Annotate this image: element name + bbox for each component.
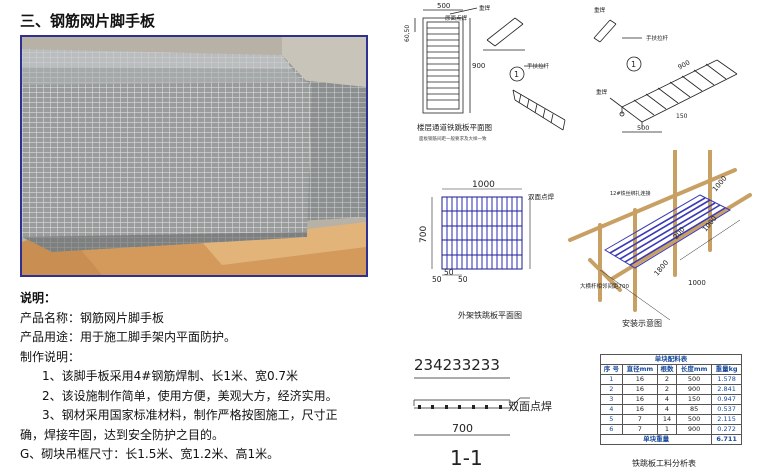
board-3d-drawing: 重焊 手扶拉杆 重焊 1 500 150 900	[593, 6, 738, 133]
circle-label: 1	[631, 60, 636, 69]
table-cell: 4	[656, 394, 678, 405]
table-cell: 2	[656, 374, 678, 385]
dim-6050: 60,50	[404, 25, 411, 42]
description-line: G、砌块吊框尺寸：长1.5米、宽1.2米、高1米。	[20, 447, 280, 461]
table-caption: 铁跳板工料分析表	[632, 459, 696, 468]
walkway-board-drawing: 500 60,50 900 原面点焊 重焊 手扶拉杆 1 楼层通道铁跳板平面图 …	[404, 2, 566, 142]
table-title: 单块配料表	[600, 354, 742, 365]
table-row: 1 16 2 500 1.578	[600, 374, 742, 385]
install-caption: 安装示意图	[622, 318, 662, 328]
table-cell: 85	[676, 404, 713, 415]
table-cell: 900	[676, 384, 713, 395]
table-cell: 2	[656, 384, 678, 395]
dim-500: 500	[437, 2, 450, 10]
table-cell: 3	[600, 394, 623, 405]
section-width: 700	[452, 422, 473, 435]
plan-weld-label: 双面点焊	[528, 192, 555, 201]
table-cell: 0.537	[711, 404, 742, 415]
install-label-crossbar: 大横杆相邻间距700	[580, 282, 629, 290]
table-cell: 1.578	[711, 374, 742, 385]
table-cell: 7	[621, 414, 658, 425]
description-line: 产品名称：钢筋网片脚手板	[20, 310, 165, 325]
description-line: 1、该脚手板采用4#钢筋焊制、长1米、宽0.7米	[42, 369, 299, 383]
drawing-note: 面板钢筋间距一般要求及大样一致	[419, 135, 487, 142]
dim-500: 500	[637, 124, 649, 132]
table-header: 长度mm	[676, 364, 713, 375]
dim-900: 900	[472, 62, 485, 70]
label-weld: 原面点焊	[445, 14, 468, 22]
table-total-label: 单块重量	[599, 434, 713, 445]
plan-caption: 外架铁跳板平面图	[458, 310, 522, 320]
description-line: 2、该设施制作简单，使用方便，美观大方，经济实用。	[42, 388, 338, 403]
plan-bottom-dim: 50	[432, 275, 442, 284]
description-line: 确，焊接牢固，达到安全防护之目的。	[20, 427, 225, 442]
table-header: 重量kg	[711, 364, 742, 375]
description-block: 说明： 产品名称：钢筋网片脚手板 产品用途：用于施工脚手架内平面防护。 制作说明…	[20, 289, 365, 465]
page-title: 三、钢筋网片脚手板	[20, 12, 156, 30]
table-cell: 5	[600, 414, 623, 425]
section-top-dims: 234233233	[414, 356, 500, 374]
dim-900: 900	[677, 59, 692, 72]
table-cell: 2.841	[711, 384, 742, 395]
table-cell: 150	[676, 394, 713, 405]
table-cell: 4	[656, 404, 678, 415]
table-cell: 16	[621, 404, 658, 415]
table-row: 3 16 4 150 0.947	[600, 394, 742, 405]
table-cell: 0.272	[711, 424, 742, 435]
material-table: 单块配料表 序 号 直径mm 根数 长度mm 重量kg 1 16 2 500 1…	[599, 354, 742, 445]
table-cell: 1	[600, 374, 623, 385]
label-heavy-weld: 重焊	[479, 4, 491, 12]
plan-bottom-dim: 50	[444, 268, 454, 277]
table-header: 直径mm	[621, 364, 658, 375]
label-heavy-weld: 重焊	[594, 6, 606, 14]
table-cell: 4	[600, 404, 623, 415]
steel-mesh-illustration	[22, 37, 366, 275]
plan-bottom-dim: 50	[458, 275, 468, 284]
table-row: 4 16 4 85 0.537	[600, 404, 742, 415]
plan-height: 700	[419, 226, 429, 243]
table-cell: 6	[600, 424, 623, 435]
table-cell: 2	[600, 384, 623, 395]
description-line: 产品用途：用于施工脚手架内平面防护。	[20, 330, 237, 344]
installation-diagram: 12#铁丝绑扎连接 大横杆相邻间距700 1000 1000 200 1800 …	[568, 150, 752, 328]
steel-mesh-photo	[20, 35, 368, 277]
dim-150: 150	[676, 113, 688, 120]
table-total-value: 6.711	[711, 434, 742, 445]
label-handrail: 手扶拉杆	[527, 62, 550, 70]
table-cell: 16	[621, 384, 658, 395]
table-cell: 14	[656, 414, 678, 425]
section-weld: 双面点焊	[508, 399, 552, 413]
table-cell: 500	[676, 374, 713, 385]
table-cell: 0.947	[711, 394, 742, 405]
table-cell: 1	[656, 424, 678, 435]
drawing-caption: 楼层通道铁跳板平面图	[417, 122, 492, 132]
table-cell: 2.115	[711, 414, 742, 425]
table-header: 序 号	[600, 364, 623, 375]
section-caption: 1-1	[450, 446, 483, 470]
label-heavy-weld: 重焊	[596, 88, 608, 96]
table-cell: 16	[621, 394, 658, 405]
install-dim: 1000	[688, 279, 706, 287]
install-dim: 1800	[653, 259, 671, 278]
table-cell: 900	[676, 424, 713, 435]
table-total-row: 单块重量 6.711	[599, 434, 742, 445]
table-cell: 7	[621, 424, 658, 435]
section-1-1-drawing: 234233233 双面点焊 700 1-1	[413, 356, 552, 470]
circle-label: 1	[514, 70, 519, 79]
table-header: 根数	[656, 364, 678, 375]
label-handrail: 手扶拉杆	[646, 34, 669, 42]
outer-frame-board-plan: 1000 700 234233233 50 50 50 双面点焊 外架铁跳板平面…	[419, 180, 555, 320]
description-line: 制作说明：	[20, 349, 81, 364]
table-cell: 500	[676, 414, 713, 425]
table-row: 2 16 2 900 2.841	[600, 384, 742, 395]
plan-width: 1000	[472, 180, 495, 190]
description-line: 3、钢材采用国家标准材料，制作严格按图施工，尺寸正	[42, 408, 338, 422]
table-cell: 16	[621, 374, 658, 385]
install-label-wire: 12#铁丝绑扎连接	[610, 190, 651, 197]
description-heading: 说明：	[20, 291, 57, 305]
table-row: 5 7 14 500 2.115	[600, 414, 742, 425]
table-row: 6 7 1 900 0.272	[600, 424, 742, 435]
